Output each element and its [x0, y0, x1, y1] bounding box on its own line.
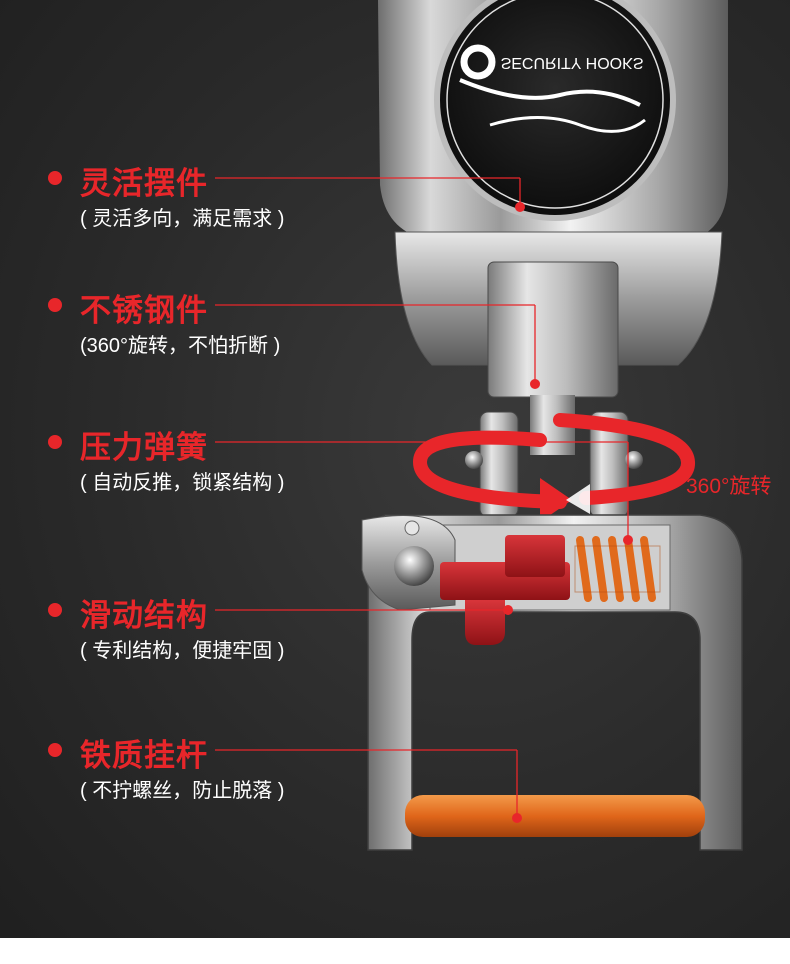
rotation-arrow-icon: [412, 430, 567, 509]
bullet-dot-icon: [48, 298, 62, 312]
feature-subtitle: ( 不拧螺丝，防止脱落 ): [80, 780, 285, 802]
rotation-label: 360°旋转: [686, 475, 772, 498]
marker-dot: [503, 605, 513, 615]
marker-dot: [515, 202, 525, 212]
logo-badge: [434, 0, 676, 221]
feature-subtitle: ( 自动反推，锁紧结构 ): [80, 472, 285, 494]
bullet-dot-icon: [48, 743, 62, 757]
logo-wave: [459, 78, 641, 107]
pressure-spring: [576, 536, 656, 602]
feature-subtitle: ( 灵活多向，满足需求 ): [80, 208, 285, 230]
feature-title: 灵活摆件: [80, 166, 208, 201]
feature-subtitle: (360°旋转，不怕折断 ): [80, 335, 281, 357]
logo-ring-mark: [460, 44, 496, 80]
feature-title: 压力弹簧: [80, 430, 208, 465]
feature-subtitle: ( 专利结构，便捷牢固 ): [80, 640, 285, 662]
feature-title: 滑动结构: [80, 598, 208, 633]
marker-dot: [530, 379, 540, 389]
marker-dot: [512, 813, 522, 823]
hook-product-illustration: SECURITY HOOKS: [215, 0, 743, 851]
iron-hanging-bar: [405, 795, 705, 837]
bullet-dot-icon: [48, 435, 62, 449]
swivel-block: [487, 261, 619, 398]
bullet-dot-icon: [48, 603, 62, 617]
pivot-ball: [394, 546, 434, 586]
bottom-strip: [0, 938, 790, 964]
feature-title: 不锈钢件: [80, 293, 208, 328]
marker-dot: [623, 535, 633, 545]
feature-title: 铁质挂杆: [80, 738, 208, 773]
bullet-dot-icon: [48, 171, 62, 185]
logo-text: SECURITY HOOKS: [501, 54, 644, 71]
